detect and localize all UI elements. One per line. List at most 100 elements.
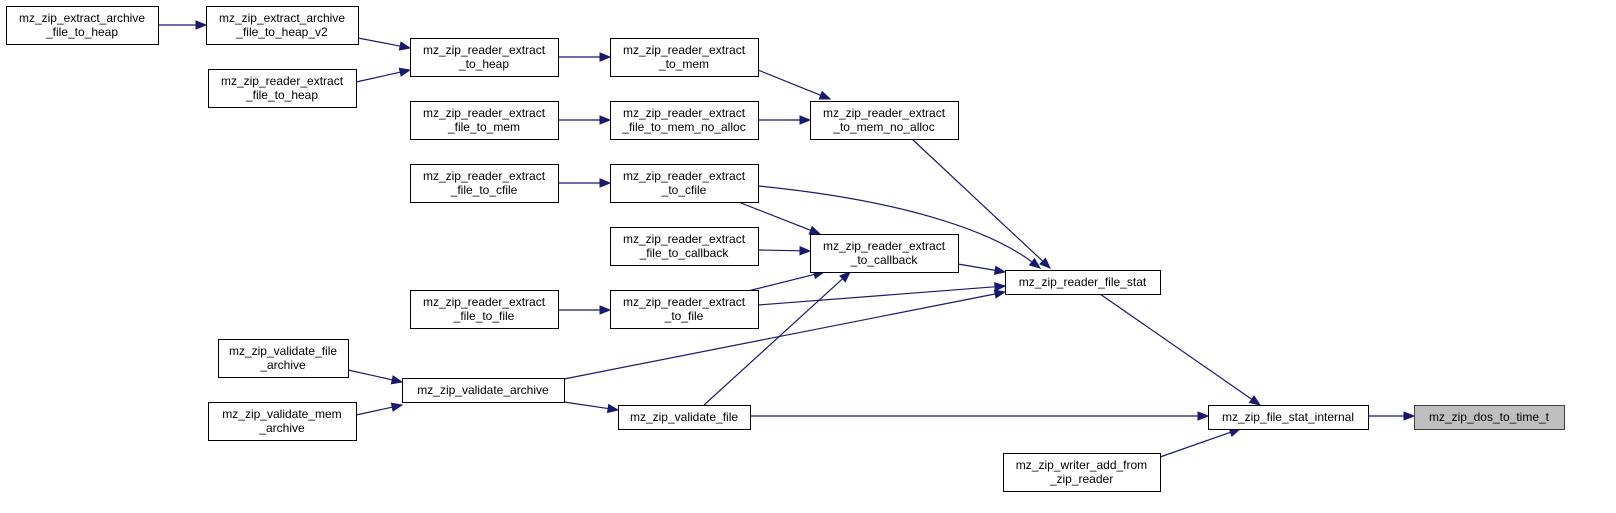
arrow-head-icon: [994, 282, 1007, 292]
arrow-head-icon: [390, 402, 404, 412]
function-node-validate-mem-archive[interactable]: mz_zip_validate_mem_archive: [208, 402, 357, 441]
node-label: mz_zip_file_stat_internal: [1222, 410, 1354, 424]
node-label: _file_to_cfile: [450, 183, 518, 197]
call-edge: [355, 67, 412, 83]
node-box: [208, 402, 357, 441]
function-node-reader-extract-to-callback[interactable]: mz_zip_reader_extract_to_callback: [810, 234, 959, 273]
call-edge: [750, 411, 1210, 421]
node-box: [402, 378, 565, 403]
node-label: _to_cfile: [661, 183, 707, 197]
function-node-reader-extract-to-cfile[interactable]: mz_zip_reader_extract_to_cfile: [610, 164, 759, 203]
edge-line: [757, 185, 1034, 264]
call-edge: [757, 185, 1042, 269]
call-edge: [355, 402, 404, 416]
node-label: mz_zip_validate_file: [630, 410, 738, 424]
node-label: _file_to_mem_no_alloc: [621, 120, 745, 134]
node-label: mz_zip_reader_extract: [623, 169, 746, 183]
node-label: mz_zip_reader_extract: [423, 169, 546, 183]
node-label: mz_zip_reader_extract: [823, 106, 946, 120]
function-node-reader-extract-to-mem-no-alloc[interactable]: mz_zip_reader_extract_to_mem_no_alloc: [810, 101, 959, 140]
edge-line: [757, 69, 822, 97]
call-edge: [563, 401, 620, 414]
function-node-validate-file-archive[interactable]: mz_zip_validate_file_archive: [218, 339, 349, 378]
edge-line: [740, 202, 812, 232]
node-label: _to_file: [664, 309, 704, 323]
edge-line: [757, 286, 997, 306]
arrow-head-icon: [839, 271, 851, 283]
function-node-reader-extract-to-heap[interactable]: mz_zip_reader_extract_to_heap: [410, 38, 559, 77]
node-box: [218, 339, 349, 378]
call-edge: [911, 138, 1051, 269]
arrow-head-icon: [818, 90, 832, 100]
call-edge: [158, 20, 208, 30]
arrow-head-icon: [808, 225, 822, 235]
arrow-head-icon: [993, 265, 1007, 275]
node-box: [610, 227, 759, 266]
function-node-extract-archive-file-to-heap[interactable]: mz_zip_extract_archive_file_to_heap: [6, 6, 159, 45]
call-edge: [757, 246, 812, 256]
edge-line: [355, 406, 394, 416]
node-box: [208, 69, 357, 108]
function-node-extract-archive-file-to-heap-v2[interactable]: mz_zip_extract_archive_file_to_heap_v2: [206, 6, 359, 45]
node-box: [610, 101, 759, 140]
function-node-reader-extract-to-file[interactable]: mz_zip_reader_extract_to_file: [610, 290, 759, 329]
function-node-writer-add-from-zip-reader[interactable]: mz_zip_writer_add_from_zip_reader: [1003, 453, 1161, 492]
edge-line: [357, 37, 402, 47]
node-label: _file_to_heap_v2: [235, 25, 328, 39]
function-node-dos-to-time-t[interactable]: mz_zip_dos_to_time_t: [1414, 405, 1565, 430]
call-edge: [703, 271, 851, 406]
function-node-reader-extract-file-to-mem[interactable]: mz_zip_reader_extract_file_to_mem: [410, 101, 559, 140]
node-label: mz_zip_extract_archive: [19, 11, 145, 25]
node-label: _archive: [259, 358, 306, 372]
function-node-reader-extract-file-to-file[interactable]: mz_zip_reader_extract_file_to_file: [410, 290, 559, 329]
node-label: _file_to_file: [453, 309, 515, 323]
call-edge: [757, 282, 1007, 306]
function-node-reader-extract-file-to-heap[interactable]: mz_zip_reader_extract_file_to_heap: [208, 69, 357, 108]
call-edge: [757, 69, 832, 100]
node-label: _file_to_callback: [639, 246, 730, 260]
call-edge: [1368, 411, 1416, 421]
function-node-reader-extract-to-mem[interactable]: mz_zip_reader_extract_to_mem: [610, 38, 759, 77]
arrow-head-icon: [1403, 411, 1416, 421]
node-label: mz_zip_dos_to_time_t: [1429, 410, 1550, 424]
node-box: [610, 164, 759, 203]
edge-line: [957, 263, 997, 272]
function-node-reader-extract-file-to-mem-no-alloc[interactable]: mz_zip_reader_extract_file_to_mem_no_all…: [610, 101, 759, 140]
node-label: mz_zip_reader_extract: [623, 106, 746, 120]
arrow-head-icon: [390, 375, 404, 385]
arrow-head-icon: [398, 67, 412, 77]
node-label: mz_zip_validate_mem: [222, 407, 341, 421]
node-label: _file_to_mem: [447, 120, 520, 134]
arrow-head-icon: [1197, 411, 1210, 421]
node-box: [1208, 405, 1369, 430]
function-node-reader-file-stat[interactable]: mz_zip_reader_file_stat: [1005, 270, 1161, 295]
arrow-head-icon: [1248, 395, 1262, 406]
node-label: mz_zip_reader_file_stat: [1019, 275, 1147, 289]
edges-layer: [158, 20, 1416, 458]
function-node-reader-extract-file-to-callback[interactable]: mz_zip_reader_extract_file_to_callback: [610, 227, 759, 266]
edge-line: [703, 277, 844, 406]
call-edge: [347, 369, 404, 385]
node-label: mz_zip_reader_extract: [423, 106, 546, 120]
node-label: mz_zip_validate_archive: [417, 383, 549, 397]
function-node-validate-file[interactable]: mz_zip_validate_file: [618, 405, 751, 430]
function-node-validate-archive[interactable]: mz_zip_validate_archive: [402, 378, 565, 403]
call-edge: [957, 263, 1007, 275]
node-label: mz_zip_writer_add_from: [1016, 458, 1147, 472]
node-label: _file_to_heap: [245, 88, 318, 102]
edge-line: [1159, 431, 1232, 458]
function-node-reader-extract-file-to-cfile[interactable]: mz_zip_reader_extract_file_to_cfile: [410, 164, 559, 203]
node-label: _to_mem_no_alloc: [832, 120, 934, 134]
node-box: [810, 101, 959, 140]
call-edge: [357, 37, 412, 51]
node-label: mz_zip_validate_file: [229, 344, 337, 358]
node-label: _to_mem: [658, 57, 709, 71]
arrow-head-icon: [1039, 257, 1051, 269]
function-node-file-stat-internal[interactable]: mz_zip_file_stat_internal: [1208, 405, 1369, 430]
node-label: _file_to_heap: [45, 25, 118, 39]
nodes-layer: mz_zip_extract_archive_file_to_heapmz_zi…: [6, 6, 1565, 492]
node-box: [6, 6, 159, 45]
node-label: mz_zip_reader_extract: [423, 43, 546, 57]
node-box: [810, 234, 959, 273]
